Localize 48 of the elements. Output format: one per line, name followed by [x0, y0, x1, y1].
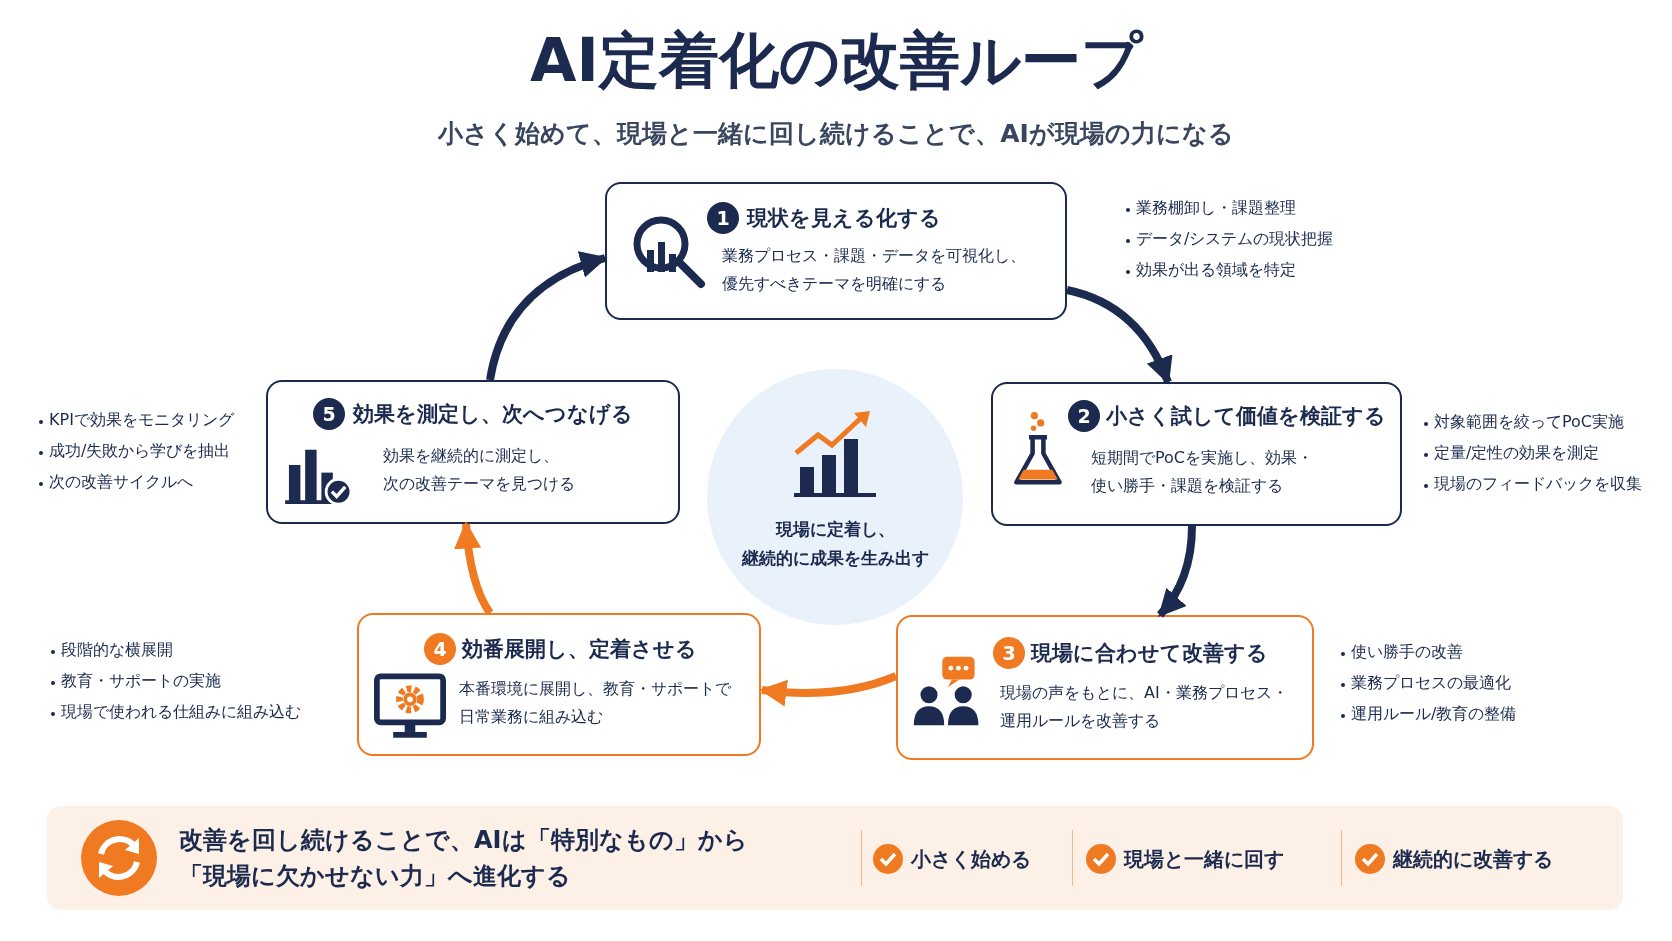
bullet-item: 効果が出る領域を特定 — [1136, 260, 1296, 281]
step-box — [266, 380, 680, 524]
cycle-arrow — [454, 521, 494, 616]
bullet-item: 段階的な横展開 — [61, 640, 173, 661]
step-number: 5 — [313, 398, 345, 430]
step-description: 本番環境に展開し、教育・サポートで日常業務に組み込む — [459, 678, 732, 728]
cycle-arrow — [759, 672, 898, 707]
bullet-item: 業務プロセスの最適化 — [1351, 673, 1511, 694]
center-text: 現場に定着し、継続的に成果を生み出す — [740, 518, 930, 570]
step-number: 4 — [424, 633, 456, 665]
step-number: 3 — [993, 637, 1025, 669]
step-description: 現場の声をもとに、AI・業務プロセス・運用ルールを改善する — [1000, 682, 1289, 732]
step-heading: 効果を測定し、次へつなげる — [353, 401, 633, 428]
cycle-arrow — [1156, 525, 1196, 618]
step-heading: 現状を見える化する — [747, 205, 941, 232]
bullet-item: KPIで効果をモニタリング — [49, 410, 234, 431]
step-box — [896, 615, 1314, 760]
bullet-item: 成功/失敗から学びを抽出 — [49, 441, 231, 462]
bullet-item: データ/システムの現状把握 — [1136, 229, 1334, 250]
checkpoint-label: 継続的に改善する — [1393, 846, 1553, 873]
step-number: 2 — [1068, 400, 1100, 432]
bullet-item: 使い勝手の改善 — [1351, 642, 1463, 663]
step-box — [991, 382, 1402, 526]
step-box — [605, 182, 1067, 320]
cycle-arrow — [486, 252, 608, 381]
step-description: 業務プロセス・課題・データを可視化し、優先すべきテーマを明確にする — [722, 245, 1027, 295]
bullet-item: 定量/定性の効果を測定 — [1434, 443, 1600, 464]
bullet-item: 対象範囲を絞ってPoC実施 — [1434, 412, 1625, 433]
bullet-item: 現場のフィードバックを収集 — [1434, 474, 1642, 495]
checkpoint-label: 小さく始める — [911, 846, 1031, 873]
bullet-item: 次の改善サイクルへ — [49, 472, 193, 493]
bullet-item: 現場で使われる仕組みに組み込む — [61, 702, 301, 723]
step-description: 効果を継続的に測定し、次の改善テーマを見つける — [383, 445, 576, 495]
step-heading: 現場に合わせて改善する — [1031, 640, 1268, 667]
bullet-item: 運用ルール/教育の整備 — [1351, 704, 1517, 725]
step-box — [357, 613, 761, 756]
title: AI定着化の改善ループ — [529, 24, 1145, 97]
summary-banner — [47, 806, 1623, 910]
bullet-item: 業務棚卸し・課題整理 — [1136, 198, 1296, 219]
step-number: 1 — [707, 202, 739, 234]
summary-text: 改善を回し続けることで、AIは「特別なもの」から「現場に欠かせない力」へ進化する — [179, 825, 749, 892]
step-description: 短期間でPoCを実施し、効果・使い勝手・課題を検証する — [1091, 447, 1315, 497]
bullet-item: 教育・サポートの実施 — [61, 671, 221, 692]
cycle-arrow — [1066, 286, 1172, 385]
subtitle: 小さく始めて、現場と一緒に回し続けることで、AIが現場の力になる — [436, 118, 1235, 150]
step-heading: 効番展開し、定着させる — [462, 636, 697, 663]
step-heading: 小さく試して価値を検証する — [1106, 403, 1386, 430]
checkpoint-label: 現場と一緒に回す — [1124, 846, 1284, 873]
